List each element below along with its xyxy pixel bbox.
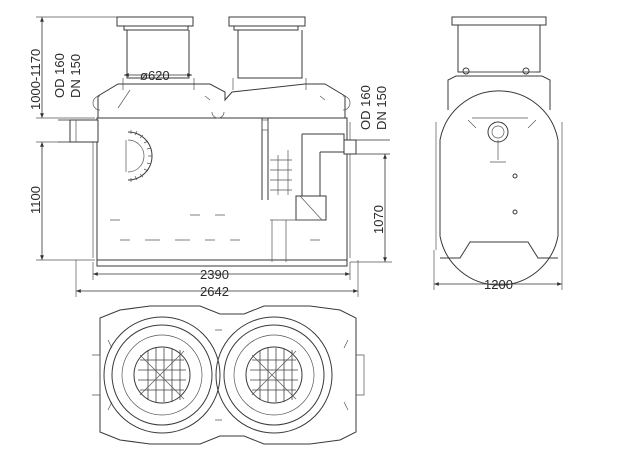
dim-width: 1200 — [433, 250, 563, 292]
inlet-pipe — [69, 119, 99, 143]
left-manhole — [103, 316, 221, 434]
dim-outlet-height: 1070 — [350, 154, 392, 263]
side-view — [69, 16, 357, 267]
dim-inlet-dn: DN 150 — [68, 54, 83, 98]
dim-inner-length: 2390 — [92, 262, 351, 282]
dim-outlet-height-label: 1070 — [371, 205, 386, 234]
top-view — [92, 305, 365, 445]
dim-outlet-od: OD 160 — [358, 85, 373, 130]
dim-neck-height: 1000-1170 — [28, 16, 117, 119]
tank-shoulder — [97, 83, 346, 118]
outlet-tee — [270, 133, 357, 221]
internal-step — [270, 150, 292, 195]
baffle — [261, 118, 269, 200]
dim-inlet-height-label: 1100 — [28, 186, 43, 214]
right-neck — [228, 16, 307, 90]
dim-opening-diameter: ø620 — [140, 68, 170, 83]
right-manhole — [215, 316, 333, 434]
dim-inner-length-label: 2390 — [200, 267, 229, 282]
dim-inlet-od: OD 160 — [52, 53, 67, 98]
dim-outlet-dn: DN 150 — [374, 86, 389, 130]
dim-inlet-height: 1100 — [28, 141, 95, 261]
dim-neck-height-label: 1000-1170 — [28, 49, 43, 110]
dim-width-label: 1200 — [484, 277, 513, 292]
tank-body — [96, 117, 348, 261]
end-view — [435, 16, 563, 286]
inlet-spiral — [125, 130, 153, 182]
dim-total-length: 2642 — [75, 260, 359, 299]
dim-total-length-label: 2642 — [200, 284, 229, 299]
